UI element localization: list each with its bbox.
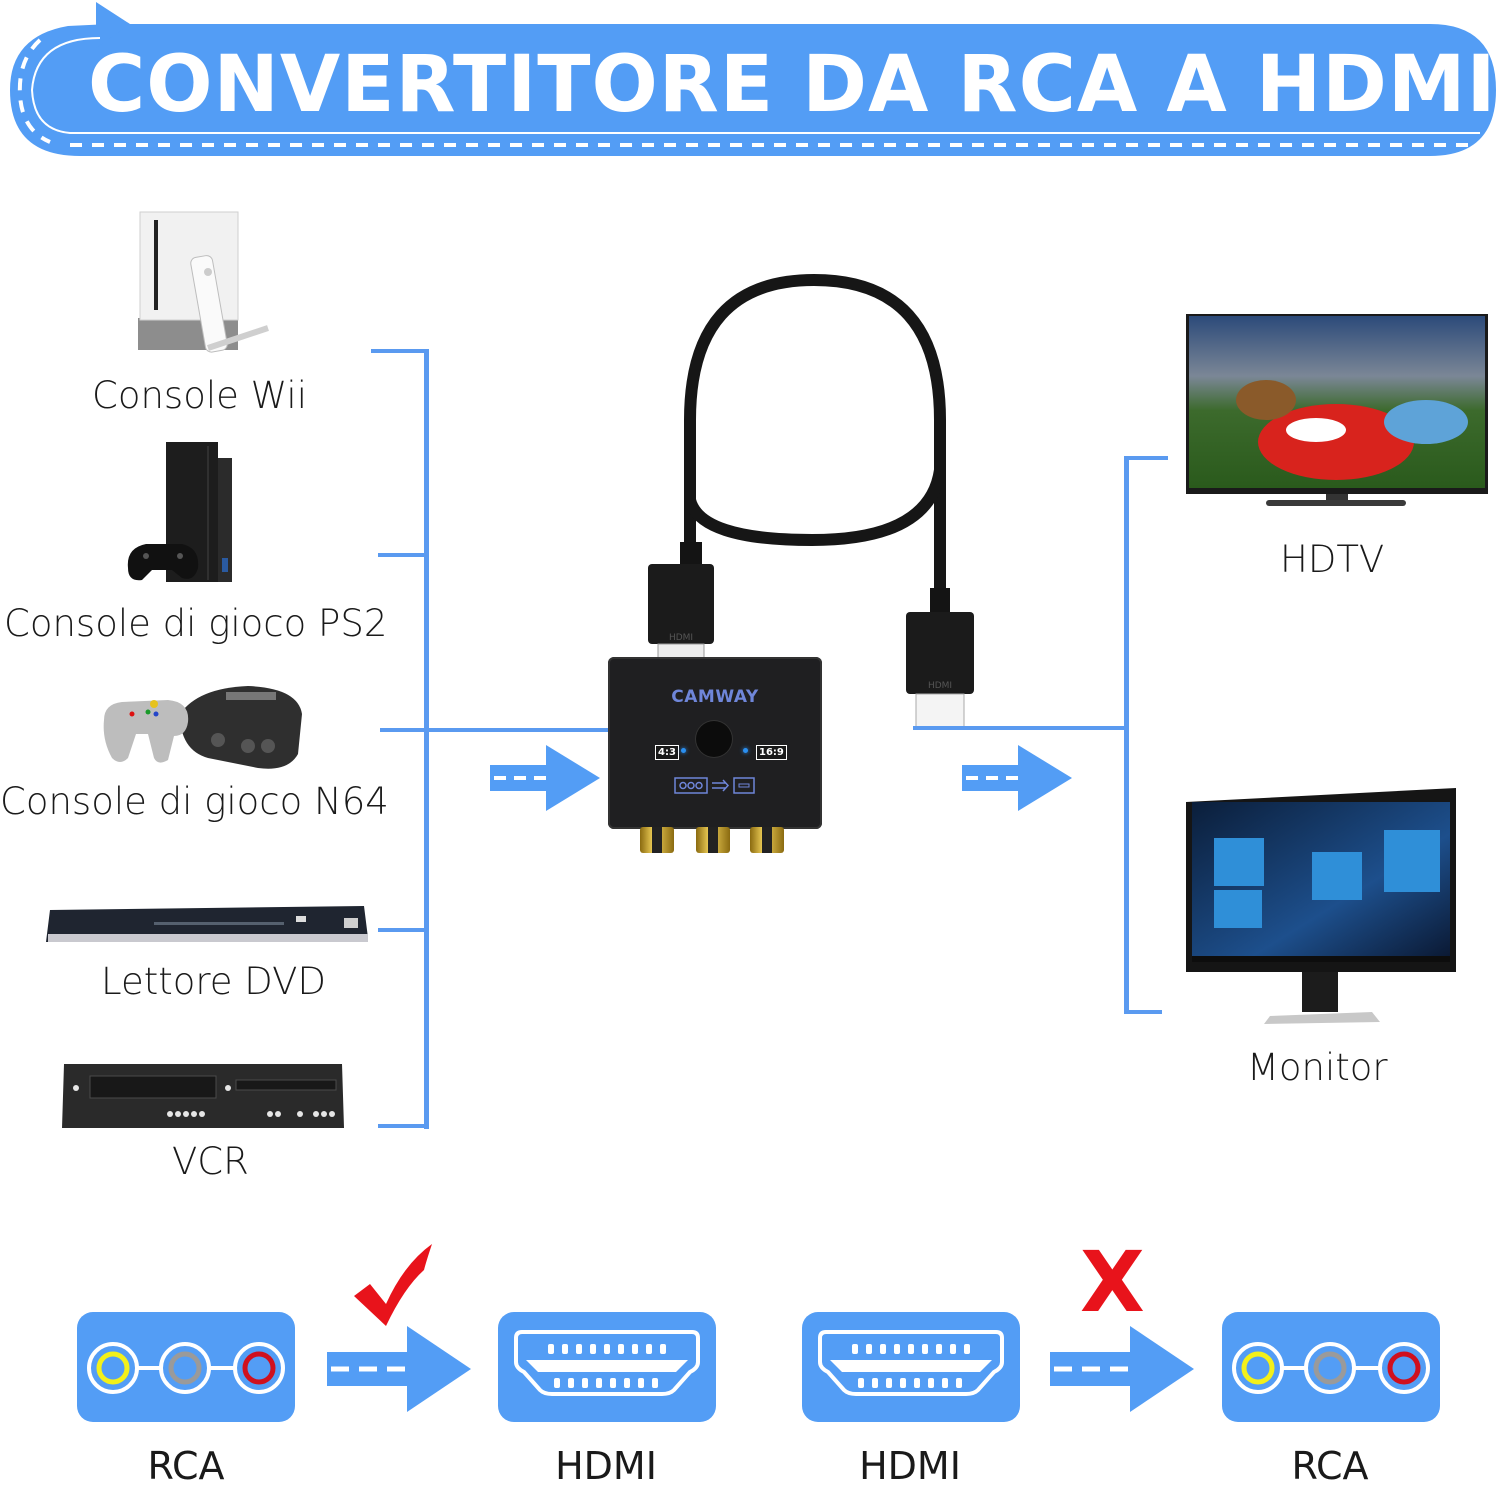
rca-port-box [77, 1312, 295, 1422]
x-mark-icon: X [1080, 1233, 1145, 1331]
compat-1-from-label: RCA [147, 1444, 225, 1485]
connector-ps2 [378, 553, 428, 557]
dvd-player-icon [44, 904, 370, 946]
source-label-vcr: VCR [172, 1140, 249, 1183]
svg-text:HDMI: HDMI [928, 681, 952, 691]
ratio-4-3-badge: 4:3 [655, 745, 679, 760]
n64-console-icon [98, 684, 304, 774]
compat-1-to-label: HDMI [555, 1444, 657, 1485]
connector-output [913, 726, 1128, 730]
title-banner: CONVERTITORE DA RCA A HDMI [10, 0, 1498, 165]
bracket-vertical-right [1124, 456, 1129, 1014]
rca-port-box-2 [1222, 1312, 1440, 1422]
led-4-3-icon [681, 748, 686, 753]
compat-2-to-label: RCA [1291, 1444, 1369, 1485]
output-label-monitor: Monitor [1247, 1046, 1388, 1089]
hdtv-icon [1186, 312, 1488, 512]
ratio-16-9-badge: 16:9 [756, 745, 787, 760]
wii-console-icon [128, 208, 278, 358]
connector-vcr [378, 1124, 428, 1128]
brand-logo: CAMWAY [671, 687, 759, 707]
output-label-hdtv: HDTV [1280, 538, 1385, 581]
check-mark-icon [352, 1242, 434, 1328]
compat-2-from-label: HDMI [859, 1444, 961, 1485]
hdmi-port-box [498, 1312, 716, 1422]
source-label-ps2: Console di gioco PS2 [4, 602, 388, 645]
source-label-n64: Console di gioco N64 [0, 780, 389, 823]
vcr-icon [60, 1058, 346, 1134]
hdmi-connector-icon [514, 1330, 700, 1396]
input-arrow-icon [488, 745, 602, 811]
svg-text:HDMI: HDMI [669, 633, 693, 643]
compat-2-arrow-icon [1050, 1326, 1196, 1412]
connector-monitor [1124, 1010, 1162, 1014]
rca-connector-icon [1232, 1342, 1430, 1394]
source-label-wii: Console Wii [92, 374, 307, 417]
source-label-dvd: Lettore DVD [101, 960, 326, 1003]
output-arrow-icon [960, 745, 1074, 811]
rca-jacks [628, 827, 798, 855]
banner-road-shape [10, 2, 1496, 156]
compat-1-arrow-icon [327, 1326, 473, 1412]
bracket-vertical-left [424, 349, 429, 1129]
led-16-9-icon [743, 748, 748, 753]
connector-hdtv [1124, 456, 1168, 460]
aspect-toggle-button[interactable] [696, 721, 732, 757]
rca-to-hdmi-glyph-icon [674, 775, 756, 797]
connector-dvd [378, 928, 428, 932]
camway-converter-box: CAMWAY 4:3 16:9 [608, 657, 822, 853]
rca-connector-icon [87, 1342, 285, 1394]
hdmi-connector-icon [818, 1330, 1004, 1396]
ps2-console-icon [122, 440, 252, 588]
connector-wii [371, 349, 429, 353]
connector-n64 [380, 728, 608, 732]
hdmi-port-box-2 [802, 1312, 1020, 1422]
monitor-icon [1184, 786, 1458, 1024]
banner-title: CONVERTITORE DA RCA A HDMI [88, 40, 1497, 130]
